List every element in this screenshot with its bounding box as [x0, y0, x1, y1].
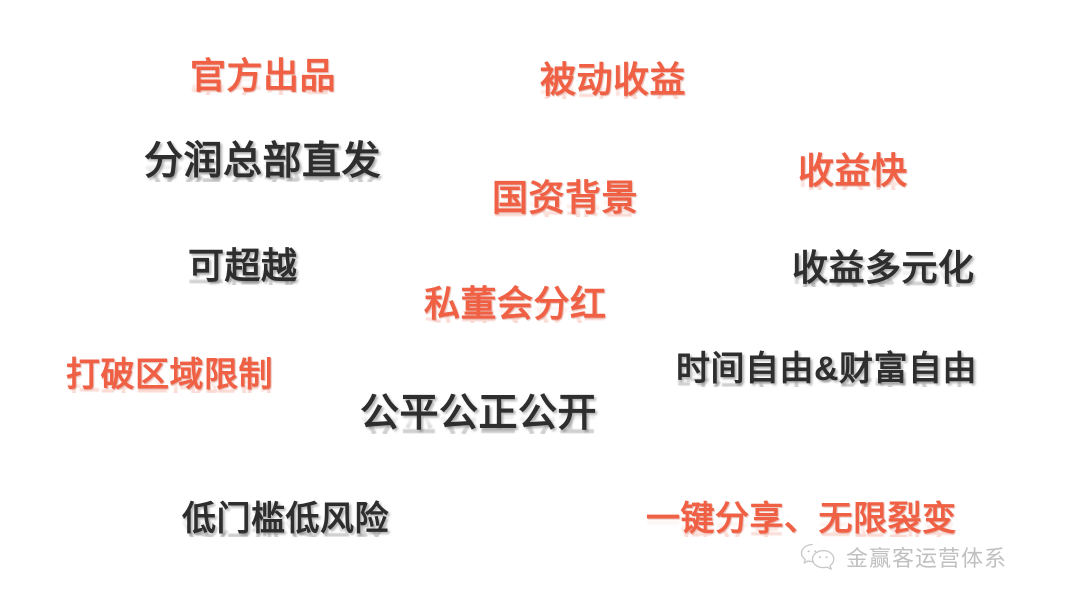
keyword-text: 私董会分红: [424, 283, 607, 324]
keyword-item: 收益多元化 收益多元化: [792, 247, 975, 323]
keyword-item: 私董会分红 私董会分红: [424, 283, 607, 359]
keyword-item: 官方出品 官方出品: [190, 55, 337, 131]
keyword-text: 一键分享、无限裂变: [646, 500, 957, 538]
keyword-text: 被动收益: [540, 59, 687, 100]
keyword-item: 被动收益 被动收益: [540, 59, 687, 135]
keyword-item: 时间自由&财富自由 时间自由&财富自由: [676, 350, 978, 421]
keyword-text: 收益多元化: [792, 247, 975, 288]
keyword-item: 公平公正公开 公平公正公开: [360, 392, 598, 473]
keyword-text: 时间自由&财富自由: [676, 350, 978, 388]
keyword-item: 低门槛低风险 低门槛低风险: [182, 500, 389, 571]
keyword-item: 可超越 可超越: [188, 245, 298, 321]
keyword-text: 官方出品: [190, 55, 337, 96]
keyword-item: 国资背景 国资背景: [492, 177, 639, 253]
keyword-item: 一键分享、无限裂变 一键分享、无限裂变: [646, 500, 957, 571]
keyword-text: 公平公正公开: [360, 392, 598, 435]
keyword-text: 低门槛低风险: [182, 500, 389, 538]
keyword-item: 分润总部直发 分润总部直发: [144, 140, 382, 221]
keyword-item: 收益快 收益快: [798, 150, 908, 226]
keyword-item: 打破区域限制 打破区域限制: [66, 356, 273, 427]
keyword-text: 可超越: [188, 245, 298, 286]
keyword-text: 打破区域限制: [66, 356, 273, 394]
keyword-text: 收益快: [798, 150, 908, 191]
keyword-text: 分润总部直发: [144, 140, 382, 183]
keyword-text: 国资背景: [492, 177, 639, 218]
